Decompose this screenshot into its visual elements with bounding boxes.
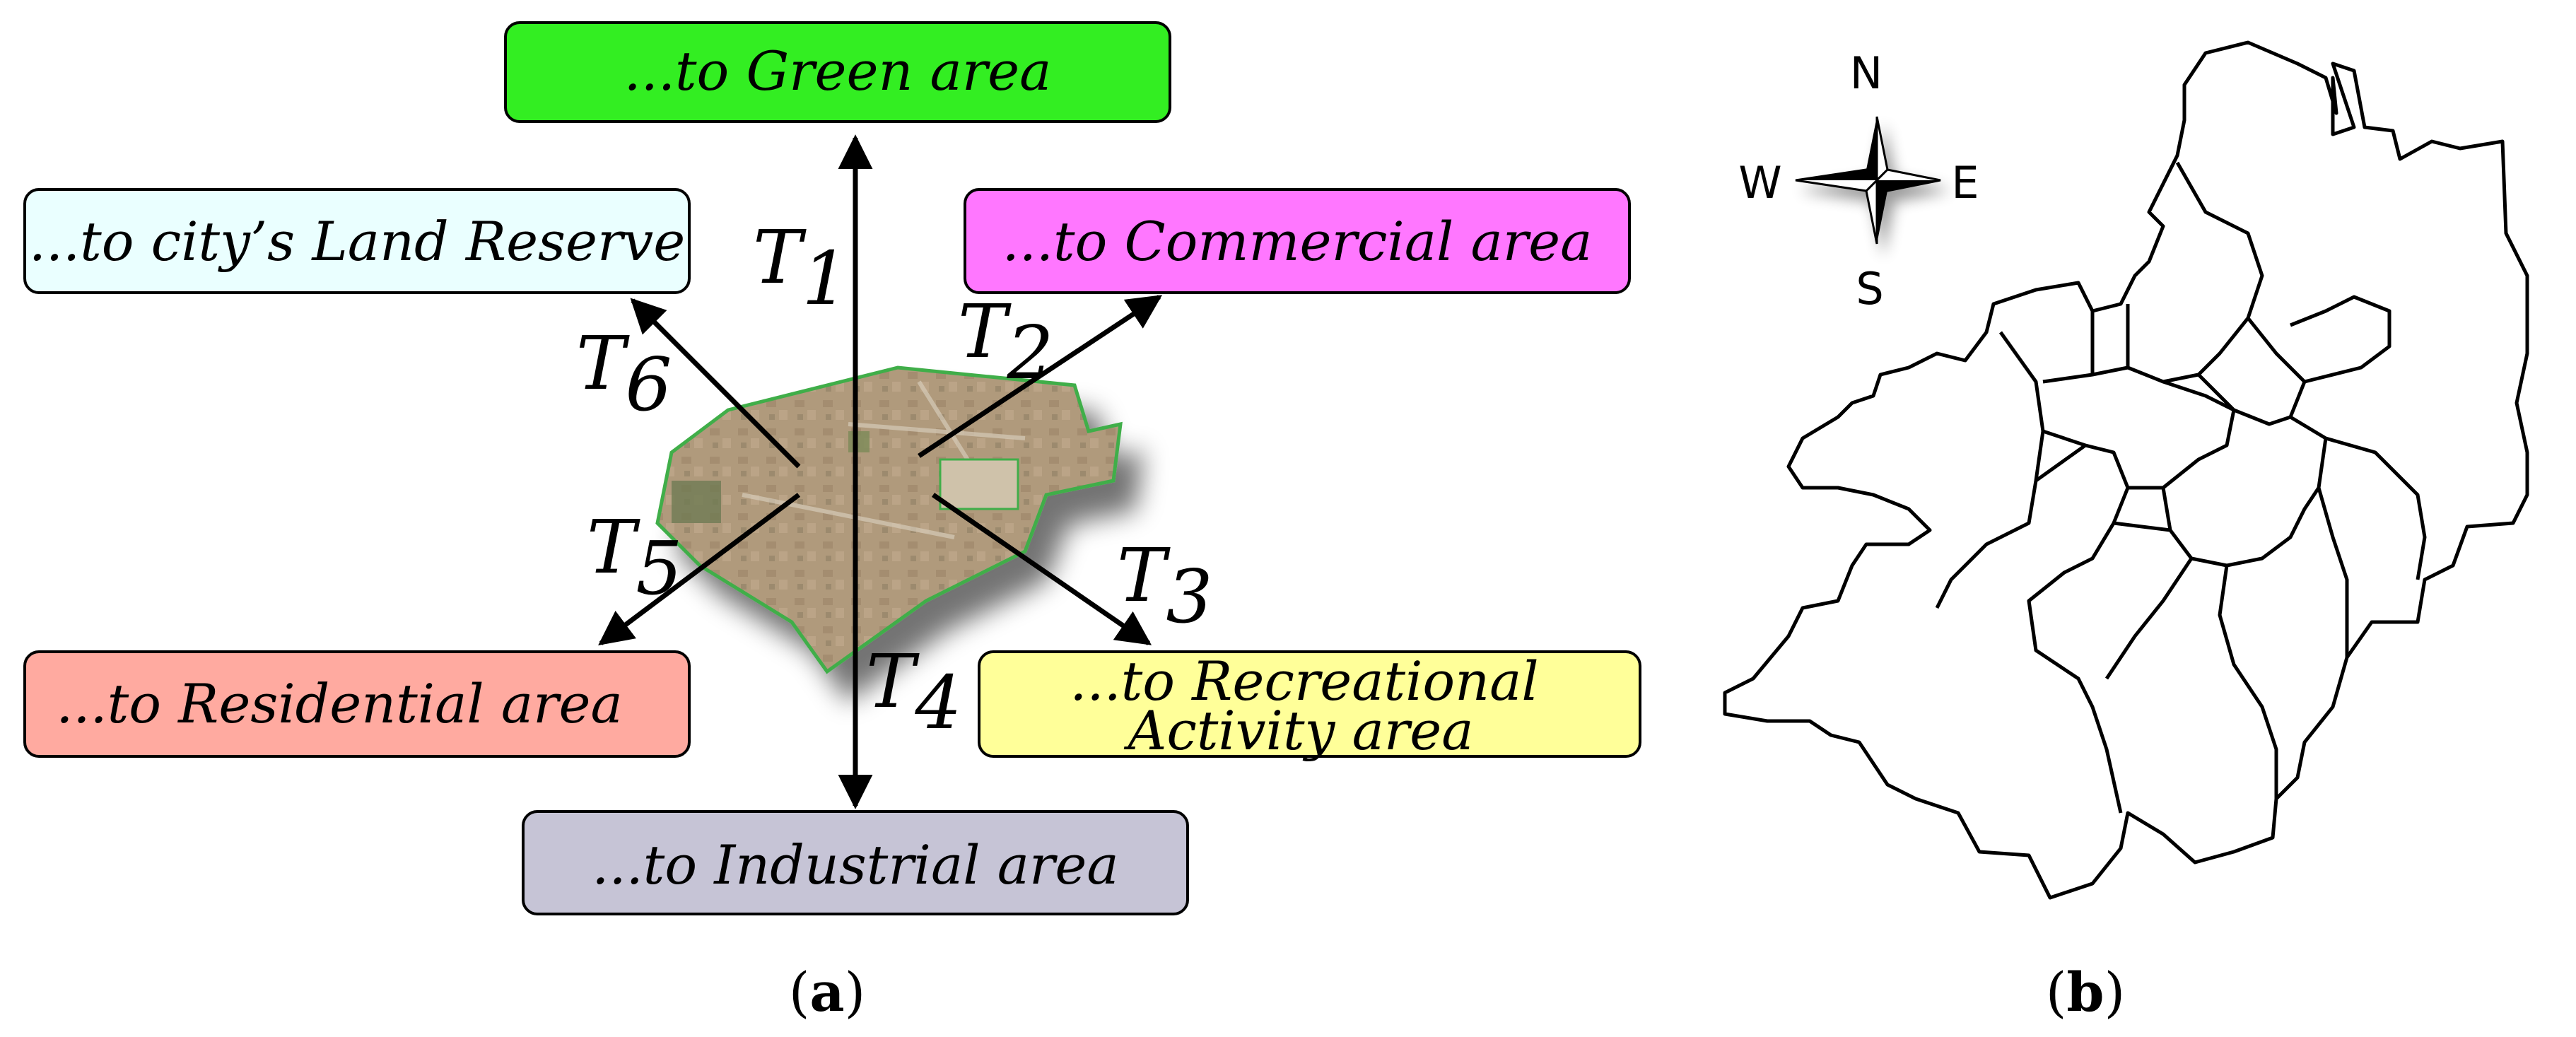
arrow-t5	[598, 493, 801, 645]
compass-rose-icon	[1795, 116, 1941, 245]
arrow-t3	[932, 493, 1152, 645]
box-industrial-bg	[522, 810, 1189, 915]
box-residential-bg	[23, 650, 691, 758]
box-green: ...to Green area	[504, 21, 1171, 123]
box-recreational-label-line1: ...to Recreational	[1070, 650, 1538, 713]
panel-a: ...to Green area ...to city’s Land Reser…	[23, 21, 1641, 1024]
parcel-aerial-image	[655, 365, 1123, 674]
label-t2-letter: T	[958, 288, 1012, 375]
box-commercial: ...to Commercial area	[964, 188, 1631, 294]
city-district-map	[1723, 40, 2529, 900]
caption-b: (b)	[2046, 961, 2125, 1024]
label-t3: T3	[1117, 532, 1213, 640]
transition-arrows	[598, 134, 1163, 809]
district-boundaries	[1935, 161, 2427, 814]
caption-b-letter: b	[2066, 961, 2104, 1024]
label-t5-index: 5	[636, 525, 682, 611]
city-outline	[1723, 40, 2529, 900]
label-t2-index: 2	[1006, 310, 1053, 396]
box-industrial: ...to Industrial area	[522, 810, 1189, 915]
compass-south-label: S	[1856, 263, 1883, 315]
label-t2: T2	[958, 288, 1054, 396]
label-t6-letter: T	[576, 320, 630, 406]
arrow-t6	[630, 298, 801, 469]
label-t4: T4	[866, 638, 962, 746]
box-recreational: ...to Recreational Activity area	[978, 650, 1641, 762]
label-t6-index: 6	[625, 341, 672, 428]
box-commercial-label: ...to Commercial area	[1002, 210, 1593, 273]
label-t3-index: 3	[1166, 553, 1212, 640]
label-t4-index: 4	[914, 660, 961, 746]
panel-b: N S E W (b)	[1723, 40, 2529, 1024]
compass-north-label: N	[1850, 47, 1883, 99]
box-land-reserve-label: ...to city’s Land Reserve	[29, 210, 686, 273]
box-green-label: ...to Green area	[624, 40, 1052, 102]
compass-east-label: E	[1951, 157, 1979, 209]
arrow-t2	[918, 295, 1163, 458]
box-recreational-label-line2: Activity area	[1123, 699, 1473, 762]
label-t5-letter: T	[587, 504, 640, 590]
label-t1-index: 1	[802, 235, 848, 322]
label-t1: T1	[753, 214, 849, 322]
box-land-reserve: ...to city’s Land Reserve	[23, 188, 691, 294]
caption-a-letter: a	[809, 961, 844, 1024]
label-t6: T6	[576, 320, 672, 428]
label-t4-letter: T	[866, 638, 920, 725]
label-t5: T5	[587, 504, 683, 611]
box-industrial-label: ...to Industrial area	[592, 833, 1118, 896]
box-commercial-bg	[964, 188, 1631, 294]
transition-labels: T1 T2 T3 T4 T5 T6	[576, 214, 1213, 746]
box-recreational-bg	[978, 650, 1641, 758]
compass-west-label: W	[1738, 157, 1781, 209]
box-residential-label: ...to Residential area	[56, 672, 623, 735]
box-green-bg	[504, 21, 1171, 123]
caption-a: (a)	[789, 961, 866, 1024]
label-t1-letter: T	[753, 214, 807, 300]
box-land-reserve-bg	[23, 188, 691, 294]
label-t3-letter: T	[1117, 532, 1171, 619]
box-residential: ...to Residential area	[23, 650, 691, 758]
